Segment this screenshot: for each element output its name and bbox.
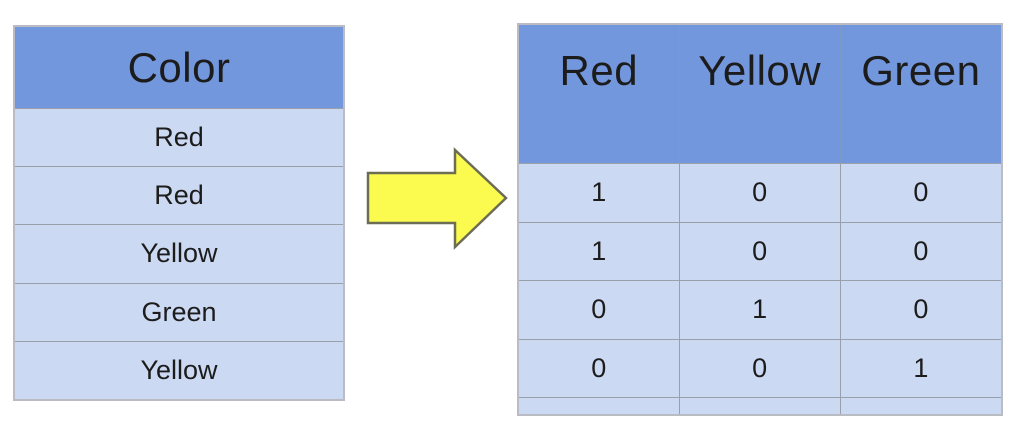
one-hot-header-red: Red <box>519 25 679 163</box>
one-hot-partial-row-cell <box>678 397 840 414</box>
color-table-cell: Red <box>15 166 343 225</box>
right-arrow-icon <box>365 146 511 252</box>
color-table-header: Color <box>15 27 343 108</box>
one-hot-cell: 1 <box>519 163 679 222</box>
one-hot-table: Red Yellow Green 1 0 0 1 0 0 0 1 0 0 0 1 <box>517 23 1003 416</box>
one-hot-header-yellow: Yellow <box>678 25 840 163</box>
color-column-table: Color Red Red Yellow Green Yellow <box>13 25 345 401</box>
one-hot-header-green: Green <box>839 25 1001 163</box>
one-hot-cell: 0 <box>519 280 679 339</box>
color-table-cell: Yellow <box>15 224 343 283</box>
one-hot-cell: 0 <box>519 338 679 397</box>
one-hot-cell: 0 <box>678 221 840 280</box>
one-hot-cell: 1 <box>678 280 840 339</box>
color-table-cell: Green <box>15 282 343 341</box>
color-table-cell: Red <box>15 108 343 167</box>
one-hot-cell: 1 <box>519 221 679 280</box>
one-hot-cell: 0 <box>678 163 840 222</box>
one-hot-cell: 0 <box>678 338 840 397</box>
one-hot-partial-row-cell <box>839 397 1001 414</box>
one-hot-cell: 0 <box>839 280 1001 339</box>
one-hot-partial-row-cell <box>519 397 679 414</box>
right-arrow-shape <box>366 147 508 250</box>
one-hot-cell: 1 <box>839 338 1001 397</box>
color-table-cell: Yellow <box>15 340 343 399</box>
one-hot-cell: 0 <box>839 221 1001 280</box>
one-hot-cell: 0 <box>839 163 1001 222</box>
